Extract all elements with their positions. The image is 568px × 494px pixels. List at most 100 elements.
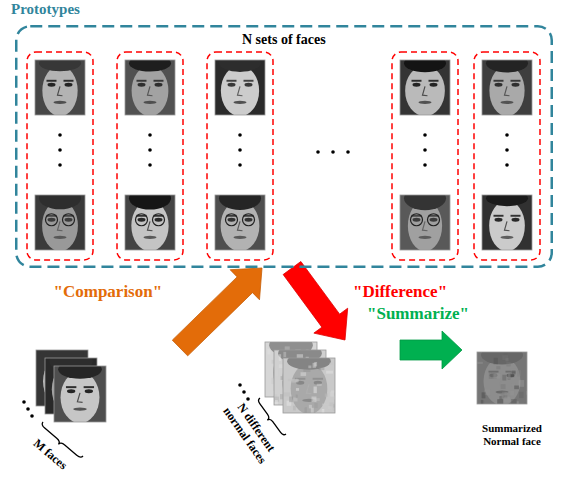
face-eye (85, 389, 93, 393)
difference-faces: N different normal faces (205, 340, 400, 478)
face-noise (497, 399, 503, 404)
ellipsis-dot (316, 150, 320, 154)
face-image (125, 195, 175, 250)
face-noise (314, 403, 317, 408)
stack-label: N different normal faces (215, 390, 285, 473)
face-brow (84, 386, 94, 388)
ellipsis-dot (238, 148, 242, 152)
face-nose (423, 221, 428, 230)
face-nose (77, 393, 82, 403)
face-skin (61, 372, 100, 422)
face-mouth (234, 101, 247, 104)
face-noise (517, 370, 521, 376)
input-faces: M faces (20, 348, 185, 478)
ellipsis-dot (148, 163, 152, 167)
ellipsis-dot (505, 163, 509, 167)
ellipsis-dot (58, 148, 62, 152)
stack-label: M faces (30, 437, 69, 473)
face-image (215, 195, 265, 250)
face-noise (305, 407, 307, 413)
face-noise (331, 390, 335, 392)
face-mouth (419, 236, 432, 239)
face-noise (519, 380, 524, 387)
group-heading: Prototypes (11, 1, 80, 18)
ellipsis-dot (423, 148, 427, 152)
face-noise (511, 375, 514, 378)
face-noise (517, 401, 519, 404)
ellipsis-dot (58, 163, 62, 167)
face-noise (481, 400, 484, 404)
edge-label: "Summarize" (367, 305, 469, 324)
ellipsis-dot (246, 397, 250, 401)
face-eye (413, 83, 421, 87)
face-noise (513, 377, 515, 380)
face-noise (326, 371, 333, 374)
face-noise (325, 393, 328, 397)
face-eye (495, 83, 503, 87)
face-nose (505, 86, 510, 95)
face-hair (219, 195, 261, 210)
face-brow (66, 386, 76, 388)
face-hair (39, 195, 81, 209)
face-nose (148, 86, 153, 95)
face-hair (486, 60, 528, 72)
face-nose (306, 384, 311, 393)
face-noise (308, 365, 311, 368)
face-brow (494, 215, 504, 217)
face-hair (129, 195, 171, 210)
face-eye (430, 83, 438, 87)
face-noise (504, 397, 511, 403)
face-frame (125, 60, 175, 115)
face-noise (502, 375, 506, 381)
face-mouth (73, 407, 87, 410)
face-image (35, 195, 85, 250)
face-brow (511, 215, 521, 217)
face-noise (508, 373, 510, 379)
face-noise (481, 400, 483, 404)
face-skin (405, 66, 445, 116)
face-noise (293, 406, 296, 411)
prototype-group: PrototypesN sets of faces (15, 25, 553, 268)
block-arrow (400, 331, 462, 369)
face-noise (482, 392, 486, 398)
face-hair (39, 60, 81, 71)
ellipsis-dot (346, 150, 350, 154)
face-nose (238, 86, 243, 95)
ellipsis-dot (148, 148, 152, 152)
face-nose (58, 221, 63, 230)
face-eye (48, 83, 56, 87)
face-image (215, 60, 265, 115)
face-eye (67, 389, 75, 393)
face-noise (280, 394, 283, 399)
face-frame (400, 195, 450, 250)
ellipsis-dot (423, 133, 427, 137)
face-skin (489, 66, 524, 116)
face-noise (514, 386, 519, 390)
face-eye (65, 218, 73, 222)
prototype-set-box (207, 52, 273, 260)
face-mouth (419, 101, 432, 104)
face-eye (245, 83, 253, 87)
face-nose (238, 221, 243, 230)
face-nose (58, 86, 63, 95)
face-noise (275, 370, 278, 376)
face-hair (58, 366, 102, 379)
face-noise (296, 395, 298, 398)
face-noise (519, 392, 524, 398)
face-image (125, 60, 175, 115)
face-hair (404, 195, 446, 210)
face-noise (296, 379, 299, 382)
face-eye (228, 218, 236, 222)
face-noise (477, 362, 483, 364)
face-noise (314, 387, 317, 394)
face-noise (322, 404, 329, 406)
face-noise (494, 358, 498, 364)
ellipsis-dot (58, 133, 62, 137)
face-mouth (501, 101, 514, 104)
face-frame (477, 352, 527, 404)
face-eye (138, 218, 146, 222)
face-frame (400, 60, 450, 115)
face-skin (291, 364, 328, 414)
